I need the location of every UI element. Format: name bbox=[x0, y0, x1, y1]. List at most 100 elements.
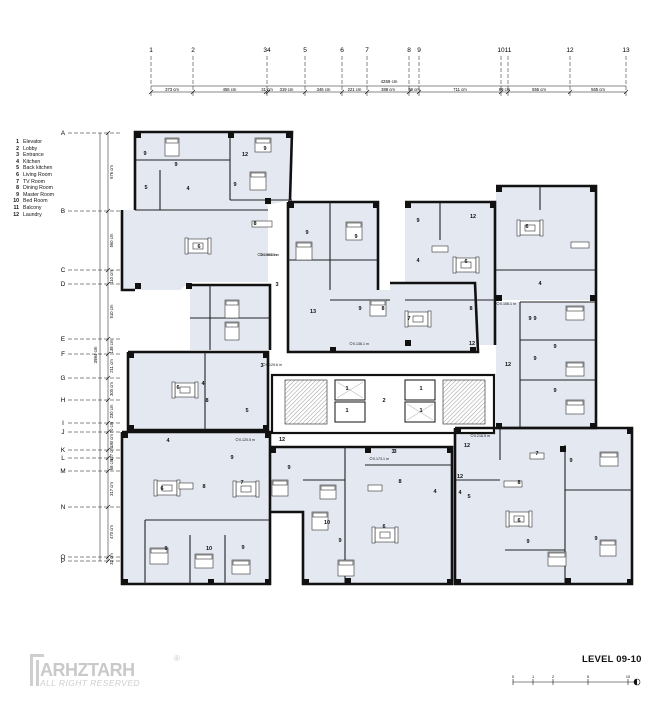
column-spacing: 565 cm bbox=[591, 87, 605, 92]
pillow bbox=[566, 306, 584, 312]
pillow bbox=[250, 172, 266, 178]
sofa bbox=[232, 480, 237, 498]
dining-table bbox=[367, 484, 383, 492]
row-spacing: 127 cm bbox=[109, 447, 114, 461]
room-number: 10 bbox=[324, 520, 330, 526]
row-spacing: 470 cm bbox=[109, 525, 114, 539]
column-spacing: 346 cm bbox=[317, 87, 331, 92]
column-spacing: 711 cm bbox=[453, 87, 467, 92]
room-number: 12 bbox=[457, 474, 463, 480]
column-square bbox=[128, 425, 134, 431]
pillow bbox=[225, 322, 239, 328]
dim-tick bbox=[105, 468, 111, 474]
sofa bbox=[404, 310, 409, 328]
column-label: 6 bbox=[340, 47, 344, 54]
legend-number: 12 bbox=[13, 211, 19, 218]
column-square bbox=[228, 132, 234, 138]
column-square bbox=[373, 202, 379, 208]
column-label: 12 bbox=[566, 47, 574, 54]
dim-tick bbox=[105, 336, 111, 342]
column-square bbox=[590, 295, 596, 301]
dim-tick bbox=[302, 89, 308, 95]
column-spacing: 319 cm bbox=[280, 87, 294, 92]
room-number: 9 bbox=[143, 151, 146, 157]
column-square bbox=[186, 283, 192, 289]
room-number: 7 bbox=[407, 316, 410, 322]
room-number: 9 bbox=[241, 545, 244, 551]
north-arrow-fill bbox=[634, 679, 637, 685]
room-number: 4 bbox=[458, 490, 462, 496]
legend-number: 3 bbox=[16, 152, 19, 159]
column-square bbox=[496, 423, 502, 429]
room-number: 1 bbox=[419, 386, 422, 392]
column-square bbox=[496, 295, 502, 301]
pillow bbox=[320, 485, 336, 491]
coffee-table bbox=[161, 484, 173, 492]
column-label: 1 bbox=[149, 47, 153, 54]
room-number: 9 bbox=[569, 458, 572, 464]
row-label: M bbox=[60, 468, 65, 475]
apartment-fills bbox=[122, 132, 632, 584]
legend-label: Living Room bbox=[23, 171, 52, 178]
dim-tick bbox=[105, 397, 111, 403]
scale-label: 10 bbox=[626, 675, 630, 679]
column-spacing: 555 cm bbox=[532, 87, 546, 92]
coffee-table bbox=[179, 386, 191, 394]
row-label: B bbox=[61, 208, 65, 215]
room-number: 4 bbox=[166, 438, 170, 444]
sofa bbox=[394, 526, 399, 544]
row-spacing: 317 cm bbox=[109, 482, 114, 496]
legend-label: Elevator bbox=[23, 139, 43, 145]
row-label: C bbox=[61, 267, 66, 274]
room-number: 1 bbox=[419, 408, 422, 414]
pillow bbox=[346, 222, 362, 228]
room-number: 8 bbox=[469, 306, 472, 312]
sofa bbox=[255, 480, 260, 498]
room-number: 4 bbox=[416, 258, 420, 264]
sofa bbox=[516, 219, 521, 237]
elevation-marker bbox=[262, 363, 266, 366]
row-label: I bbox=[62, 420, 64, 427]
room-number: 9 bbox=[594, 536, 597, 542]
pillow bbox=[150, 548, 168, 554]
pillow bbox=[255, 138, 271, 144]
dim-tick bbox=[190, 89, 196, 95]
column-square bbox=[270, 447, 276, 453]
elevation-tags: 0.196.5 m0.196.5 m0.106.1 m0.129.6 m0.12… bbox=[235, 253, 516, 461]
column-square bbox=[128, 352, 134, 358]
dining-table bbox=[503, 480, 523, 488]
dining-table bbox=[178, 482, 194, 490]
pillow bbox=[296, 242, 312, 248]
column-spacing: 221 cm bbox=[348, 87, 362, 92]
pillow bbox=[272, 480, 288, 486]
column-square bbox=[122, 579, 128, 585]
dim-tick bbox=[105, 375, 111, 381]
room-number: 4 bbox=[433, 489, 437, 495]
elevation-label: 0.216.5 m bbox=[474, 434, 490, 438]
elevation-marker bbox=[349, 342, 353, 345]
dim-tick bbox=[105, 558, 111, 564]
coffee-table bbox=[240, 485, 252, 493]
row-label: O bbox=[61, 554, 66, 561]
column-square bbox=[470, 347, 476, 353]
room-number: 9 bbox=[338, 538, 341, 544]
room-number: 9 bbox=[526, 539, 529, 545]
legend-number: 1 bbox=[16, 139, 19, 145]
room-number: 8 bbox=[202, 484, 205, 490]
room-number: 8 bbox=[381, 306, 384, 312]
dim-tick bbox=[105, 130, 111, 136]
pillow bbox=[548, 552, 566, 558]
column-square bbox=[405, 202, 411, 208]
room-number: 6 bbox=[525, 224, 528, 230]
room-number: 2 bbox=[382, 398, 385, 404]
pillow bbox=[225, 300, 239, 306]
room-number: 3 bbox=[391, 449, 394, 455]
interior-walls bbox=[135, 132, 632, 584]
room-number: 6 bbox=[160, 486, 163, 492]
